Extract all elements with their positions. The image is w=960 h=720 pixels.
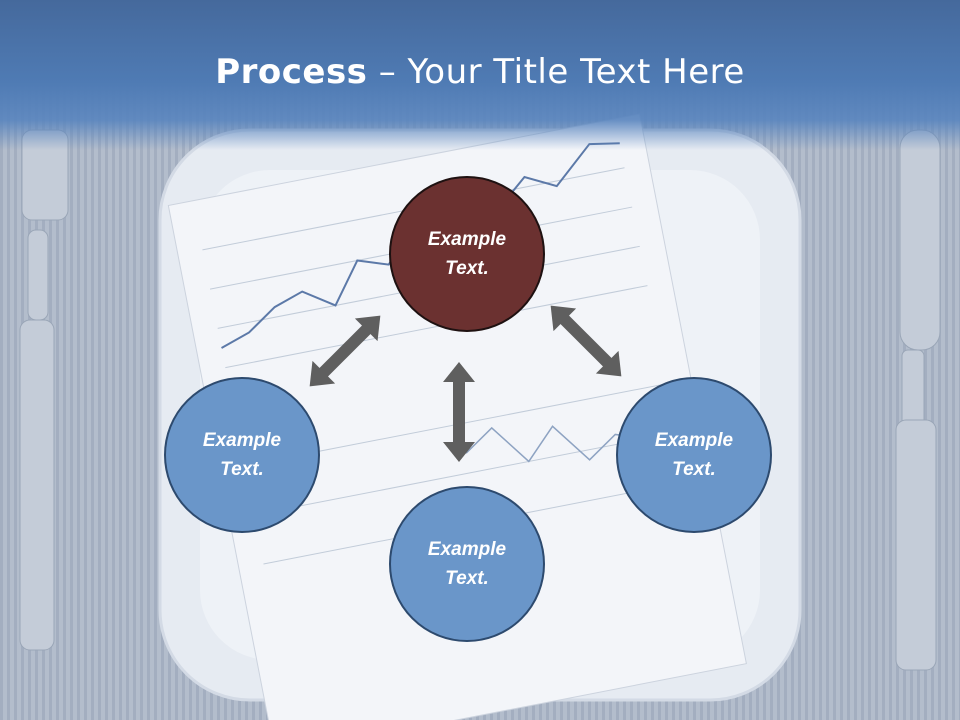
fork — [19, 129, 69, 651]
node-label: Example Text. — [427, 539, 507, 589]
process-node-right[interactable]: Example Text. — [616, 377, 772, 533]
node-label: Example Text. — [202, 430, 282, 480]
arrows — [309, 305, 622, 462]
double-arrow-left-diagonal — [309, 315, 381, 387]
double-arrow-vertical — [443, 362, 475, 462]
node-label: Example Text. — [654, 430, 734, 480]
knife — [895, 129, 941, 671]
process-node-top[interactable]: Example Text. — [389, 176, 545, 332]
process-node-left[interactable]: Example Text. — [164, 377, 320, 533]
title-bold-part: Process — [215, 52, 368, 92]
title-regular-part: – Your Title Text Here — [367, 52, 745, 92]
title-banner — [0, 0, 960, 150]
node-label: Example Text. — [427, 229, 507, 279]
double-arrow-right-diagonal — [550, 305, 622, 377]
process-node-bottom[interactable]: Example Text. — [389, 486, 545, 642]
slide-title: Process – Your Title Text Here — [0, 52, 960, 92]
